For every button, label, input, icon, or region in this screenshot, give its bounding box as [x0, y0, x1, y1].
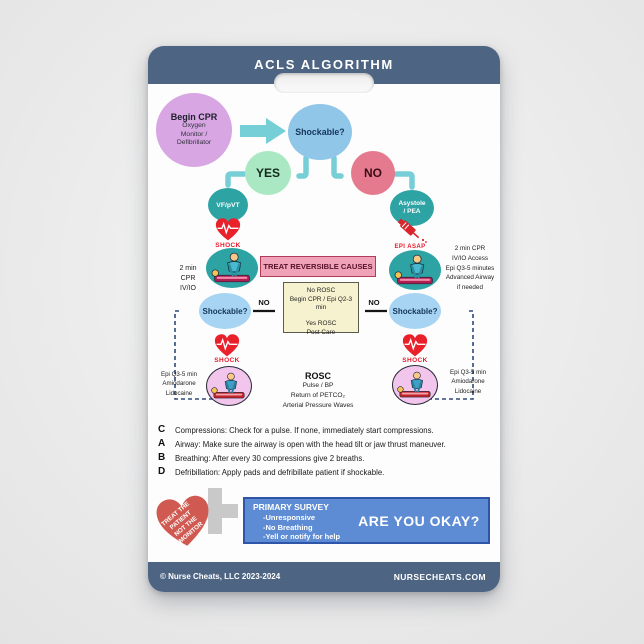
primary-survey-title: PRIMARY SURVEY: [253, 502, 329, 512]
cabd-text: Compressions: Check for a pulse. If none…: [175, 425, 434, 435]
motto-heart: TREAT THE PATIENT NOT THE MONITOR: [152, 492, 216, 552]
no-label-left: NO: [258, 298, 270, 307]
decision-no-action: Begin CPR / Epi Q2-3 min: [289, 295, 353, 312]
shock-heart-icon: [213, 333, 241, 359]
cabd-letter: A: [158, 438, 166, 449]
cabd-row: D Defribillation: Apply pads and defribi…: [158, 466, 494, 479]
shock-label: SHOCK: [402, 357, 428, 364]
node-vf-pvt: VF/pVT: [208, 188, 248, 222]
begin-to-shockable-arrow: [240, 118, 286, 144]
rosc-title: ROSC: [304, 371, 331, 381]
cpr-icon: [397, 371, 431, 398]
node-drugs-right: [392, 365, 438, 405]
shock-label: SHOCK: [215, 242, 241, 249]
page-title: ACLS ALGORITHM: [254, 57, 394, 72]
drug-note-right: Epi Q3-5 min Amiodarone Lidocaine: [449, 369, 487, 395]
no-label: NO: [364, 166, 382, 180]
shockable-right-label: Shockable?: [392, 306, 438, 316]
asystole-label-2: / PEA: [403, 208, 421, 215]
cabd-text: Breathing: After every 30 compressions g…: [175, 453, 365, 463]
node-shockable-left: Shockable?: [199, 293, 251, 329]
node-shockable-main: Shockable?: [288, 104, 352, 160]
treat-reversible-banner: TREAT REVERSIBLE CAUSES: [260, 256, 376, 277]
node-cpr-left: [206, 248, 258, 288]
node-drugs-left: [206, 366, 252, 406]
yes-to-vfpvt-arrow: [225, 171, 247, 188]
epi-asap-label: EPI ASAP: [394, 244, 426, 250]
footer-website: NURSECHEATS.COM: [393, 572, 486, 582]
vf-pvt-label: VF/pVT: [216, 201, 240, 209]
shockable-to-yes-arrow: [296, 155, 309, 179]
badge-slot-punch: [274, 73, 374, 93]
decision-yes-title: Yes ROSC: [305, 319, 337, 327]
cabd-text: Airway: Make sure the airway is open wit…: [175, 439, 446, 449]
node-begin-cpr: Begin CPR Oxygen Monitor / Defibrillator: [156, 93, 232, 167]
decision-yes-action: Post Care: [306, 328, 336, 336]
cabd-row: A Airway: Make sure the airway is open w…: [158, 438, 494, 451]
asystole-label-1: Asystole: [398, 199, 426, 207]
begin-cpr-sub2: Monitor /: [180, 130, 208, 138]
cpr-icon: [211, 252, 250, 283]
shock-heart-icon: [401, 333, 429, 359]
survey-item: -Yell or notify for help: [263, 532, 341, 541]
cabd-letter: D: [158, 466, 166, 477]
node-no: NO: [351, 151, 395, 195]
badge-card: ACLS ALGORITHM Begin CPR Oxygen Monitor …: [148, 46, 500, 592]
no-to-asystole-arrow: [393, 171, 415, 190]
primary-survey-box: PRIMARY SURVEY -Unresponsive -No Breathi…: [243, 497, 490, 544]
cpr-icon: [394, 254, 433, 285]
survey-item: -Unresponsive: [263, 513, 316, 522]
begin-cpr-sub3: Defibrillator: [176, 139, 212, 147]
node-cpr-right: [389, 250, 441, 290]
cpr-note-right: 2 min CPR IV/IO Access Epi Q3-5 minutes …: [445, 245, 495, 291]
shockable-left-label: Shockable?: [202, 306, 248, 316]
footer-copyright: © Nurse Cheats, LLC 2023-2024: [160, 572, 281, 581]
decision-no-title: No ROSC: [306, 287, 336, 294]
begin-cpr-sub1: Oxygen: [182, 121, 206, 129]
cpr-icon: [211, 372, 245, 399]
cabd-letter: B: [158, 452, 166, 463]
no-label-right: NO: [368, 298, 380, 307]
node-shockable-right: Shockable?: [389, 293, 441, 329]
cabd-row: B Breathing: After every 30 compressions…: [158, 452, 494, 465]
drug-note-left: Epi Q3-5 min Amiodarone Lidocaine: [160, 371, 198, 397]
cpr-note-left: 2 min CPR IV/IO: [179, 265, 197, 293]
shockable-to-no-arrow: [331, 155, 344, 179]
node-asystole-pea: Asystole / PEA: [390, 190, 434, 226]
yes-label: YES: [255, 166, 280, 180]
are-you-okay-text: ARE YOU OKAY?: [358, 512, 480, 529]
cabd-text: Defribillation: Apply pads and defribill…: [175, 467, 385, 477]
shock-heart-icon: [214, 217, 242, 243]
badge-footer: © Nurse Cheats, LLC 2023-2024 NURSECHEAT…: [148, 562, 500, 592]
survey-item: -No Breathing: [263, 522, 313, 532]
node-yes: YES: [245, 151, 291, 195]
rosc-summary: ROSC Pulse / BP Return of PETCO₂ Arteria…: [258, 371, 378, 411]
cabd-row: C Compressions: Check for a pulse. If no…: [158, 424, 494, 437]
shockable-main-label: Shockable?: [295, 127, 345, 137]
shock-label: SHOCK: [214, 357, 240, 364]
begin-cpr-title: Begin CPR: [170, 111, 218, 122]
cabd-letter: C: [158, 424, 166, 435]
rosc-decision-box: No ROSC Begin CPR / Epi Q2-3 min Yes ROS…: [283, 282, 359, 336]
syringe-icon: [394, 218, 428, 244]
